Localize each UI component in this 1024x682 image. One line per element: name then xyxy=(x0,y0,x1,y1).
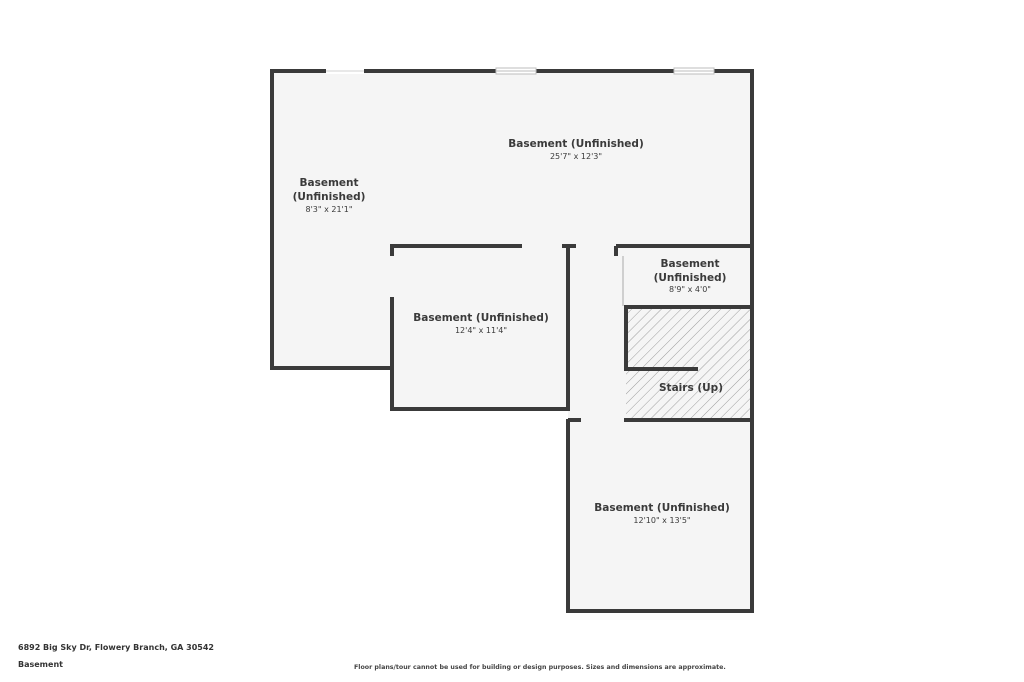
window xyxy=(673,67,715,75)
room-name-small-line1: Basement xyxy=(660,258,719,270)
room-dims-middle: 12'4" x 11'4" xyxy=(455,326,507,335)
room-dims-left: 8'3" x 21'1" xyxy=(305,205,352,214)
room-name-left-line2: (Unfinished) xyxy=(293,191,366,203)
stairs-label: Stairs (Up) xyxy=(659,382,723,394)
room-name-left-line1: Basement xyxy=(299,177,358,189)
room-dims-main: 25'7" x 12'3" xyxy=(550,152,602,161)
room-name-bottom: Basement (Unfinished) xyxy=(594,502,730,514)
property-address: 6892 Big Sky Dr, Flowery Branch, GA 3054… xyxy=(18,643,214,652)
basement-floor xyxy=(272,71,752,611)
room-name-main: Basement (Unfinished) xyxy=(508,138,644,150)
room-name-middle: Basement (Unfinished) xyxy=(413,312,549,324)
exterior-walls xyxy=(270,69,754,613)
stairs-area xyxy=(626,309,750,419)
room-name-small-line2: (Unfinished) xyxy=(654,272,727,284)
room-dims-bottom: 12'10" x 13'5" xyxy=(633,516,690,525)
room-dims-small: 8'9" x 4'0" xyxy=(669,285,711,294)
floor-level-label: Basement xyxy=(18,660,63,669)
interior-walls xyxy=(390,244,752,422)
window xyxy=(495,67,537,75)
window xyxy=(326,68,364,74)
disclaimer-text: Floor plans/tour cannot be used for buil… xyxy=(354,664,726,671)
